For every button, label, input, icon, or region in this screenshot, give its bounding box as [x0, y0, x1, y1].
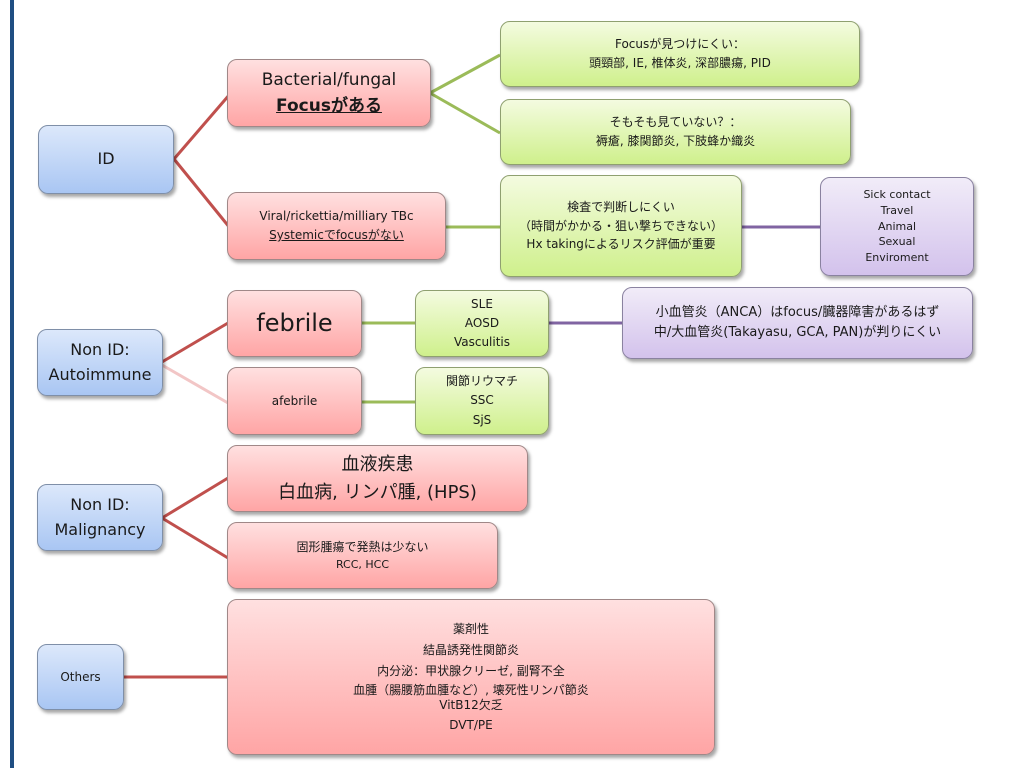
viral-label: Viral/rickettia/milliary TBc	[259, 209, 414, 224]
node-febrile[interactable]: febrile	[227, 290, 362, 357]
afebrile-disease-item: SjS	[472, 412, 492, 427]
root-id-label: ID	[97, 149, 115, 169]
others-label: Others	[60, 669, 101, 684]
hard-to-find-list: 頭頸部, IE, 椎体炎, 深部膿瘍, PID	[589, 56, 771, 70]
febrile-label: febrile	[256, 308, 333, 337]
node-solid-tumor[interactable]: 固形腫瘍で発熱は少ない RCC, HCC	[227, 522, 498, 589]
focus-present-label: Focusがある	[276, 96, 382, 116]
node-hard-to-test[interactable]: 検査で判断しにくい （時間がかかる・狙い撃ちできない） Hx takingによる…	[500, 175, 742, 277]
others-item: 内分泌：甲状腺クリーゼ, 副腎不全	[377, 664, 565, 679]
node-hematologic[interactable]: 血液疾患 白血病, リンパ腫, (HPS)	[227, 445, 528, 512]
systemic-no-focus-label: Systemicでfocusがない	[269, 228, 404, 242]
bacterial-label: Bacterial/fungal	[261, 69, 397, 90]
node-vasculitis-note[interactable]: 小血管炎（ANCA）はfocus/臓器障害があるはず 中/大血管炎(Takaya…	[622, 287, 973, 359]
link-autoimmune-afebrile	[161, 363, 229, 405]
febrile-disease-item: SLE	[471, 296, 493, 311]
others-item: 血腫（腸腰筋血腫など）, 壊死性リンパ節炎	[353, 683, 589, 698]
afebrile-disease-item: 関節リウマチ	[445, 374, 518, 389]
hard-to-test-title: 検査で判断しにくい	[567, 200, 675, 215]
root-others[interactable]: Others	[37, 644, 124, 710]
risk-factor-item: Sexual	[878, 235, 916, 249]
node-others-list[interactable]: 薬剤性 結晶誘発性関節炎 内分泌：甲状腺クリーゼ, 副腎不全 血腫（腸腰筋血腫な…	[227, 599, 715, 755]
hard-to-test-note: （時間がかかる・狙い撃ちできない）	[518, 218, 723, 233]
afebrile-label: afebrile	[271, 393, 318, 408]
others-item: DVT/PE	[449, 717, 493, 732]
node-focus-hard-to-find[interactable]: Focusが見つけにくい： 頭頸部, IE, 椎体炎, 深部膿瘍, PID	[500, 21, 860, 87]
others-item: 結晶誘発性関節炎	[422, 643, 519, 658]
not-looked-list: 褥瘡, 膝関節炎, 下肢蜂か織炎	[595, 134, 756, 148]
node-afebrile[interactable]: afebrile	[227, 367, 362, 435]
hx-taking-label: Hx takingによるリスク評価が重要	[526, 237, 716, 252]
hematologic-list: 白血病, リンパ腫, (HPS)	[278, 481, 477, 503]
link-bacterial-notlooked	[429, 91, 501, 135]
node-afebrile-diseases[interactable]: 関節リウマチ SSC SjS	[415, 367, 549, 435]
autoimmune-label-2: Autoimmune	[48, 364, 152, 384]
risk-factor-item: Animal	[877, 219, 917, 233]
link-bacterial-hardfind	[429, 53, 501, 95]
node-viral[interactable]: Viral/rickettia/milliary TBc Systemicでfo…	[227, 192, 446, 260]
afebrile-disease-item: SSC	[470, 393, 494, 408]
root-malignancy[interactable]: Non ID: Malignancy	[37, 484, 163, 551]
side-accent-bar	[10, 0, 14, 768]
malignancy-label-2: Malignancy	[54, 519, 146, 539]
small-vessel-note: 小血管炎（ANCA）はfocus/臓器障害があるはず	[655, 304, 940, 320]
node-risk-factors[interactable]: Sick contact Travel Animal Sexual Enviro…	[820, 177, 974, 276]
link-id-viral	[172, 158, 232, 229]
not-looked-title: そもそも見ていない？：	[609, 115, 742, 130]
large-vessel-note: 中/大血管炎(Takayasu, GCA, PAN)が判りにくい	[653, 325, 942, 340]
febrile-disease-item: AOSD	[464, 315, 500, 330]
node-febrile-diseases[interactable]: SLE AOSD Vasculitis	[415, 290, 549, 357]
others-item: VitB12欠乏	[439, 697, 503, 712]
link-autoimmune-febrile	[161, 321, 229, 364]
solid-tumor-list: RCC, HCC	[335, 558, 390, 572]
hematologic-title: 血液疾患	[341, 453, 414, 475]
others-item: 薬剤性	[452, 622, 489, 637]
node-not-looked[interactable]: そもそも見ていない？： 褥瘡, 膝関節炎, 下肢蜂か織炎	[500, 99, 851, 165]
risk-factor-item: Sick contact	[863, 187, 931, 201]
link-id-bacterial	[172, 93, 232, 160]
febrile-disease-item: Vasculitis	[453, 335, 511, 350]
root-autoimmune[interactable]: Non ID: Autoimmune	[37, 329, 163, 396]
root-id[interactable]: ID	[38, 125, 174, 194]
risk-factor-item: Travel	[880, 203, 914, 217]
autoimmune-label-1: Non ID:	[70, 339, 130, 359]
node-bacterial-fungal[interactable]: Bacterial/fungal Focusがある	[227, 59, 431, 127]
link-malignancy-heme	[161, 476, 229, 520]
malignancy-label-1: Non ID:	[70, 494, 130, 514]
link-malignancy-solid	[161, 516, 229, 560]
hard-to-find-title: Focusが見つけにくい：	[614, 37, 746, 52]
risk-factor-item: Enviroment	[865, 251, 929, 265]
solid-tumor-title: 固形腫瘍で発熱は少ない	[296, 539, 429, 554]
